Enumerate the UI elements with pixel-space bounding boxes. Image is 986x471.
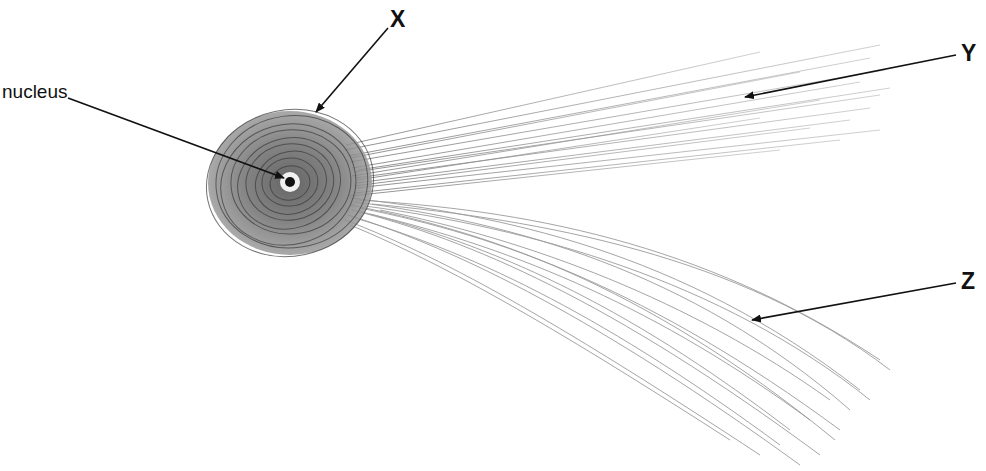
nucleus-dot: [285, 177, 295, 187]
dust-tail: [345, 198, 890, 465]
part-label: nucleus: [2, 82, 68, 101]
ion-tail: [345, 45, 890, 196]
callout-letter: Z: [961, 270, 975, 293]
callout-letter: X: [390, 8, 405, 31]
coma: [193, 94, 388, 272]
leader-lines: [68, 28, 956, 320]
callout-letter: Y: [961, 42, 976, 65]
